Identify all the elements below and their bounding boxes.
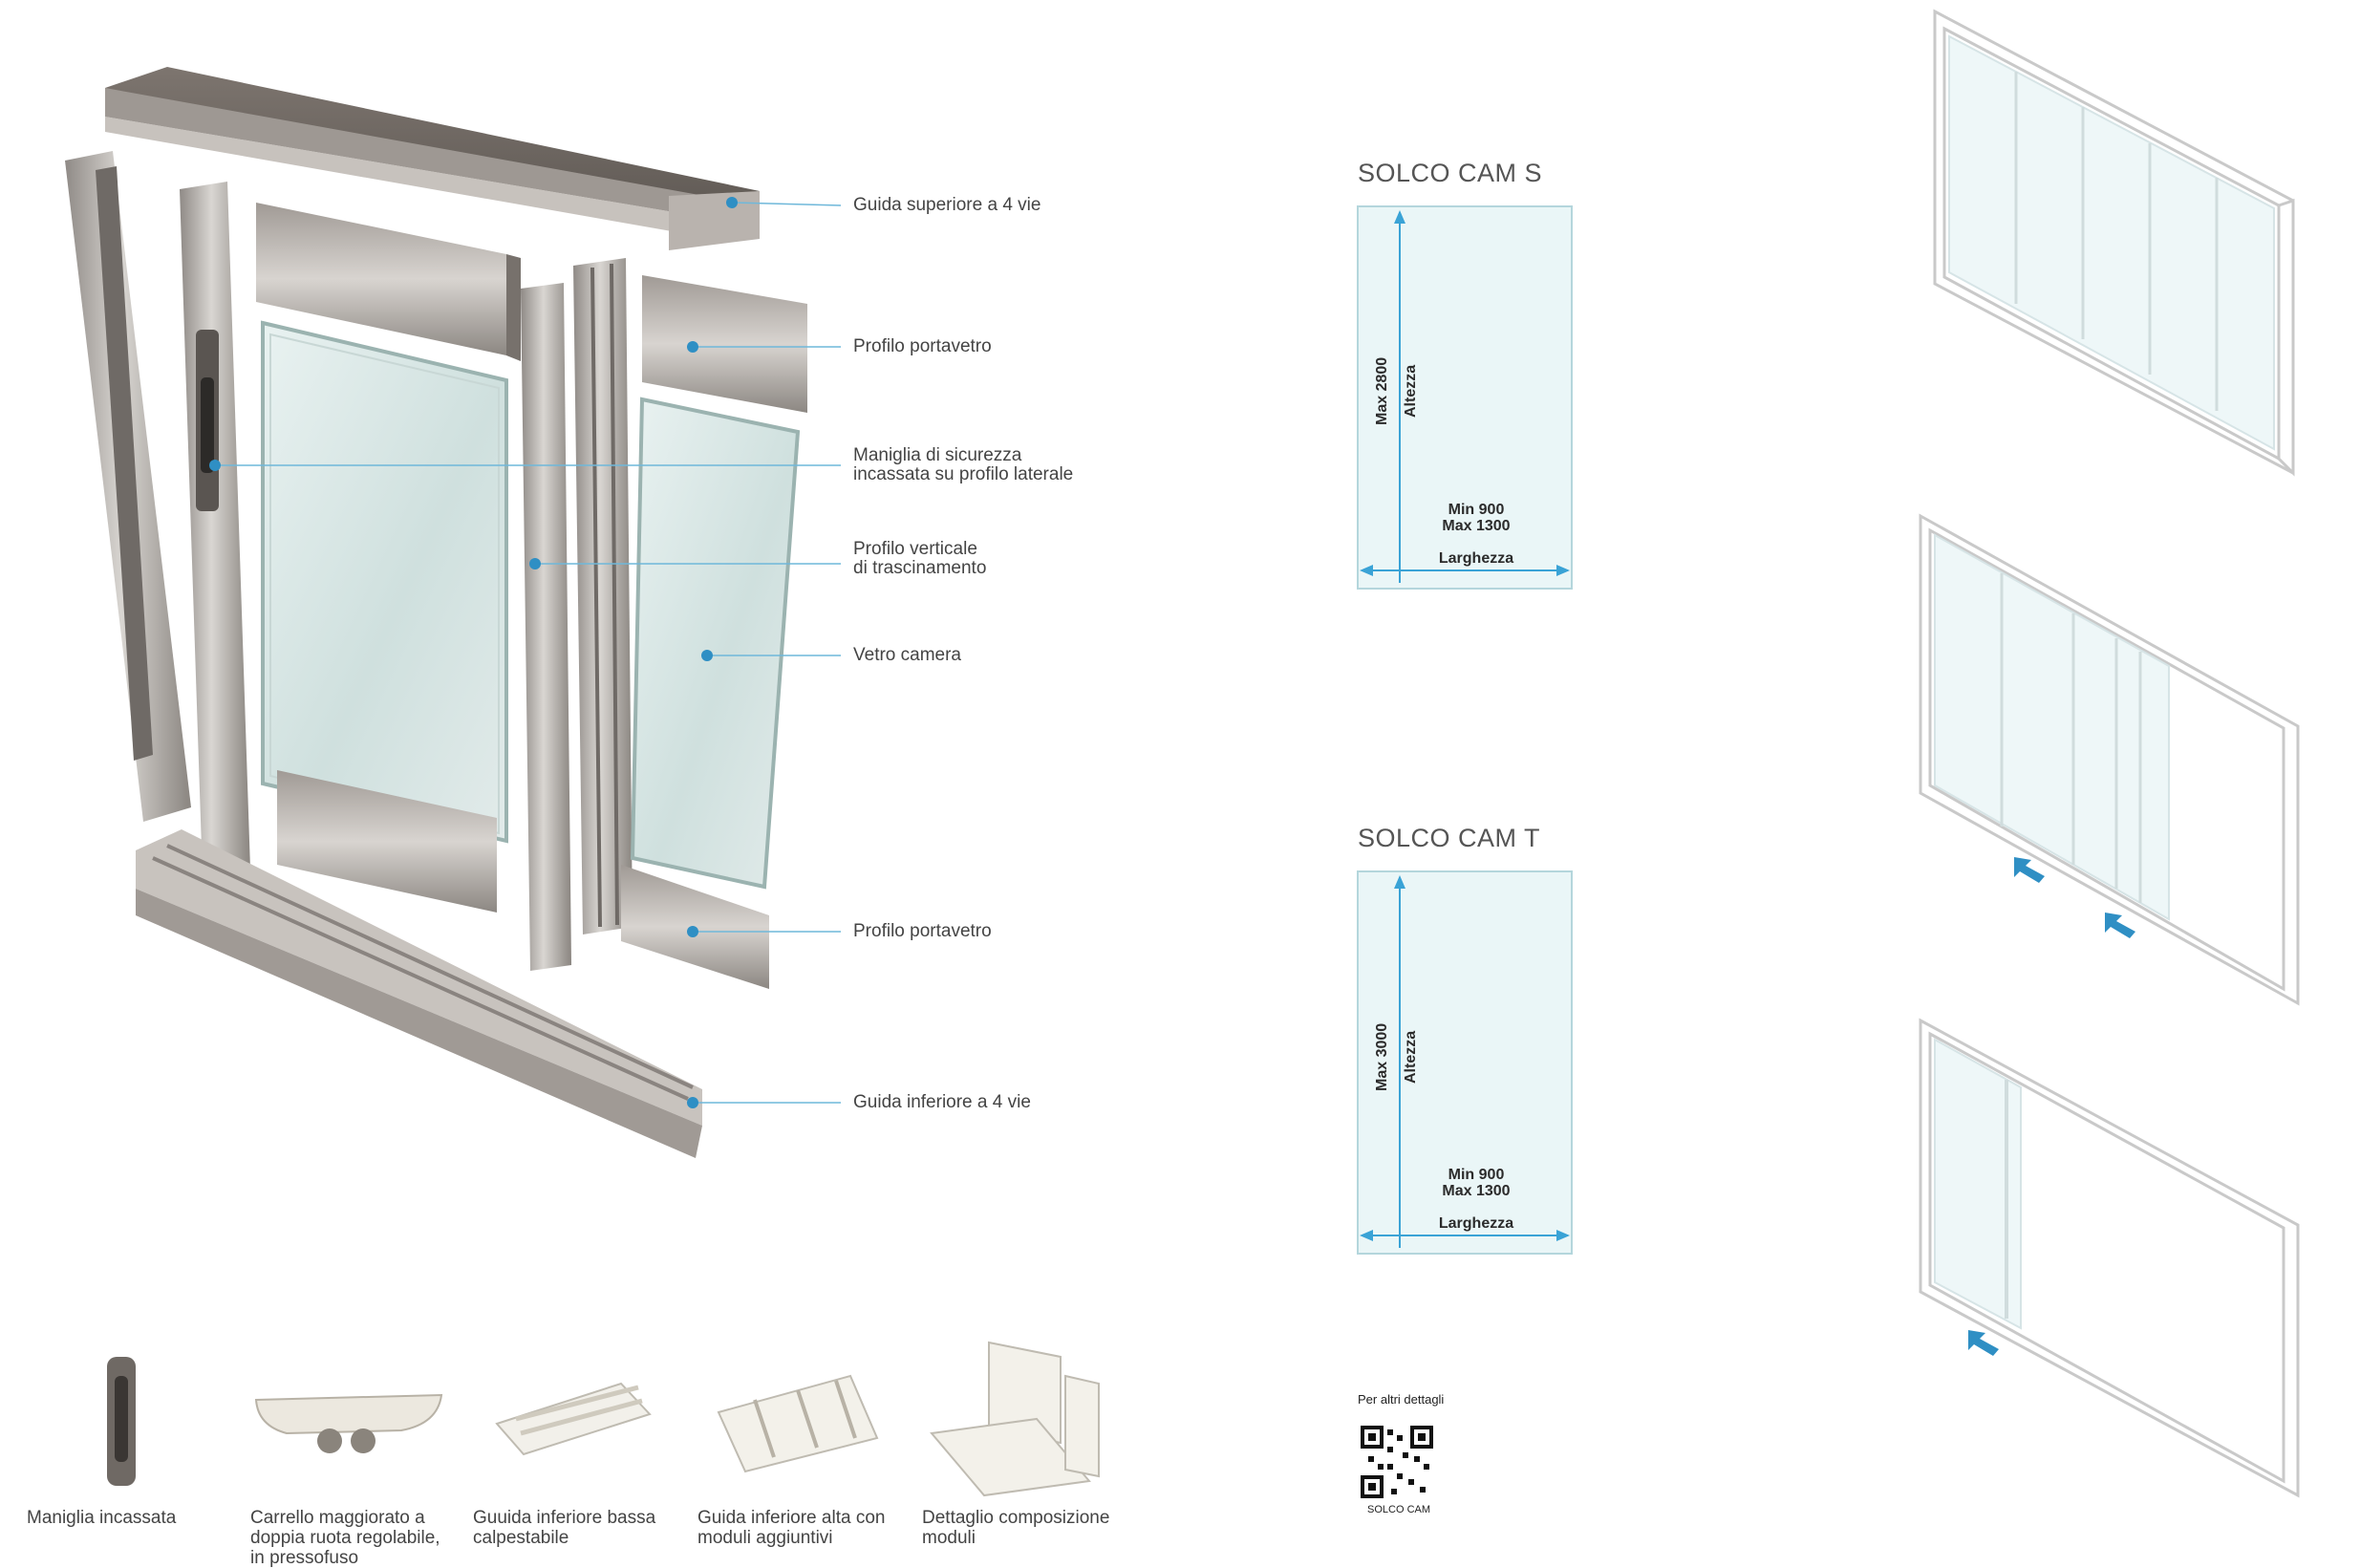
upper-glazing-bead [256,203,521,361]
callout-profilo-verticale: Profilo verticale di trascinamento [853,539,987,578]
callout-profilo-portavetro-top: Profilo portavetro [853,336,992,356]
callout-dot [529,558,541,569]
thumb-label-guida-alta: Guida inferiore alta con moduli aggiunti… [697,1508,886,1548]
thumb-guida-alta [717,1374,879,1473]
callout-guida-inferiore: Guida inferiore a 4 vie [853,1092,1031,1112]
spec-t-width-max: Max 1300 [1442,1183,1511,1199]
thumb-guida-bassa [495,1382,652,1456]
spec-s-height-label: Altezza [1403,364,1419,418]
spec-title-s: SOLCO CAM S [1358,159,1543,187]
left-jamb [65,151,191,822]
slide-arrow-icon [1968,1330,1999,1356]
spec-t-height-label: Altezza [1403,1030,1419,1084]
thumb-label-guida-bassa: Guuida inferiore bassa calpestabile [473,1508,656,1548]
vertical-multi-channel-profile [573,258,633,934]
spec-panel-t [1357,870,1573,1255]
handle-profile [180,182,250,877]
thumb-maniglia [107,1357,136,1486]
spec-title-t: SOLCO CAM T [1358,824,1541,852]
spec-t-width-label: Larghezza [1438,1215,1514,1232]
callout-maniglia: Maniglia di sicurezza incassata su profi… [853,445,1074,484]
spec-s-height-max: Max 2800 [1374,356,1390,425]
callout-dot [687,926,698,937]
bottom-rail [136,829,702,1158]
spec-t-height-max: Max 3000 [1374,1022,1390,1091]
callout-guida-superiore: Guida superiore a 4 vie [853,195,1041,215]
spec-s-width-min: Min 900 [1448,502,1505,518]
spec-t-width-min: Min 900 [1448,1167,1505,1183]
callout-profilo-portavetro-bottom: Profilo portavetro [853,921,992,941]
thumb-composizione [930,1341,1100,1497]
thumb-label-maniglia: Maniglia incassata [27,1508,177,1528]
spec-s-width-max: Max 1300 [1442,518,1511,534]
callout-dot [687,1097,698,1108]
callout-dot [687,341,698,353]
spec-panel-s [1357,205,1573,590]
slide-arrow-icon [2014,857,2135,938]
glass-panel-right [630,397,801,890]
callout-leaders [215,202,842,1104]
iso-window-partially-open [1919,513,2300,1006]
callout-dot [726,197,738,208]
iso-window-open [1919,1018,2300,1498]
thumb-label-carrello: Carrello maggiorato a doppia ruota regol… [250,1508,440,1568]
qr-caption-top: Per altri dettagli [1358,1392,1445,1407]
vertical-drag-profile [521,283,571,971]
qr-caption-bottom: SOLCO CAM [1367,1504,1431,1515]
iso-window-closed [1933,9,2295,477]
glass-panel-left [261,320,508,844]
thumb-carrello [254,1393,443,1453]
callout-vetro-camera: Vetro camera [853,645,961,665]
spec-s-width-label: Larghezza [1438,550,1514,567]
qr-code [1361,1426,1433,1498]
top-rail [105,67,760,250]
callout-dot [209,460,221,471]
upper-glazing-bead-right [642,275,807,413]
thumb-label-composizione: Dettaglio composizione moduli [922,1508,1110,1548]
callout-dot [701,650,713,661]
lower-glazing-bead-left [277,770,497,913]
